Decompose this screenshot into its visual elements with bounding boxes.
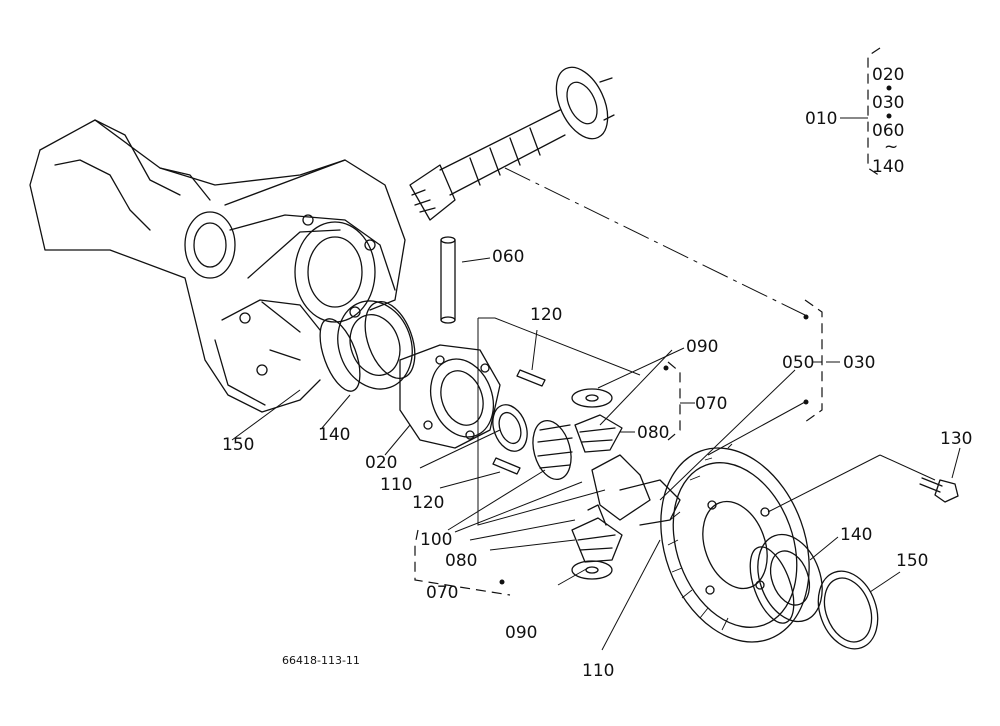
callout-070-bottom: 070 xyxy=(426,583,458,603)
bracket-070-top xyxy=(663,361,681,441)
callout-140-right: 140 xyxy=(840,525,872,545)
legend-code-020: 020 xyxy=(872,65,904,85)
callout-labels: 060 120 090 070 080 050 030 130 150 140 … xyxy=(222,247,972,681)
callout-120-bottom: 120 xyxy=(412,493,444,513)
drawing-code: 66418-113-11 xyxy=(282,654,360,667)
leader-lines xyxy=(231,117,961,651)
legend-code-030: 030 xyxy=(872,93,904,113)
side-gear-right xyxy=(591,454,681,526)
callout-010: 010 xyxy=(805,109,837,129)
callout-120-top: 120 xyxy=(530,305,562,325)
callout-140-left: 140 xyxy=(318,425,350,445)
bracket-030 xyxy=(803,299,823,423)
thrust-washer-110 xyxy=(492,404,528,452)
callout-050: 050 xyxy=(782,353,814,373)
legend-code-140: 140 xyxy=(872,157,904,177)
pin-120-top xyxy=(516,369,546,387)
transmission-housing xyxy=(29,119,406,413)
callout-130: 130 xyxy=(940,429,972,449)
callout-150-left: 150 xyxy=(222,435,254,455)
pin-120-bottom xyxy=(492,457,521,475)
callout-060: 060 xyxy=(492,247,524,267)
callout-090-bottom: 090 xyxy=(505,623,537,643)
callout-110-left: 110 xyxy=(380,475,412,495)
washer-090-top xyxy=(571,388,613,408)
washer-090-bottom xyxy=(571,560,613,580)
pinion-shaft-060 xyxy=(440,236,456,324)
side-gear-100 xyxy=(532,420,573,480)
callout-100: 100 xyxy=(420,530,452,550)
bracket-010-legend xyxy=(867,47,892,177)
bolt-130 xyxy=(919,477,959,503)
differential-case-020 xyxy=(399,344,501,449)
ring-gear-050 xyxy=(660,443,810,643)
legend-code-060: 060 xyxy=(872,121,904,141)
assembly-legend: 020 030 060 ~ 140 010 xyxy=(805,65,904,177)
callout-080-top: 080 xyxy=(637,423,669,443)
pinion-shaft xyxy=(409,66,615,221)
callout-150-right: 150 xyxy=(896,551,928,571)
left-bearing-140 xyxy=(337,300,416,390)
callout-110-bottom: 110 xyxy=(582,661,614,681)
callout-070-top: 070 xyxy=(695,394,727,414)
left-seal-150 xyxy=(319,318,361,392)
callout-080-bottom: 080 xyxy=(445,551,477,571)
right-seal-150 xyxy=(817,570,879,650)
right-bearing-140 xyxy=(749,533,823,624)
legend-range-tilde: ~ xyxy=(884,137,898,157)
pinion-gear-080-bottom xyxy=(571,504,623,563)
pinion-gear-080-top xyxy=(574,414,623,453)
callout-090-top: 090 xyxy=(686,337,718,357)
callout-030: 030 xyxy=(843,353,875,373)
bracket-070-bottom xyxy=(414,529,511,596)
callout-020: 020 xyxy=(365,453,397,473)
